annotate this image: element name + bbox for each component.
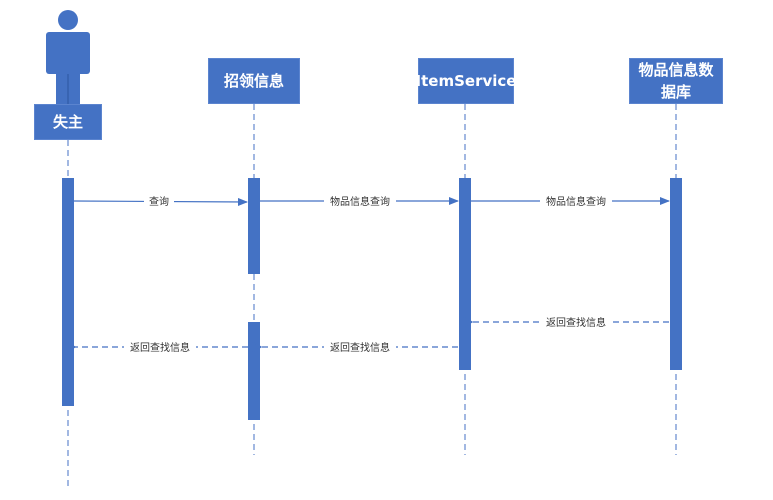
message-label-0: 查询 [149,195,169,208]
message-label-1: 物品信息查询 [330,195,390,208]
message-label-3: 返回查找信息 [546,316,606,329]
activation-item-database [670,178,682,370]
activation-claim-info-2 [248,322,260,420]
activation-owner [62,178,74,406]
participant-owner: 失主 [34,104,102,140]
activation-item-service [459,178,471,370]
activation-claim-info-1 [248,178,260,274]
message-label-2: 物品信息查询 [546,195,606,208]
actor-icon [46,10,90,108]
message-label-5: 返回查找信息 [130,341,190,354]
participant-item-database: 物品信息数据库 [629,58,723,104]
message-label-4: 返回查找信息 [330,341,390,354]
participant-claim-info: 招领信息 [208,58,300,104]
participant-item-service: ItemService [416,58,516,104]
